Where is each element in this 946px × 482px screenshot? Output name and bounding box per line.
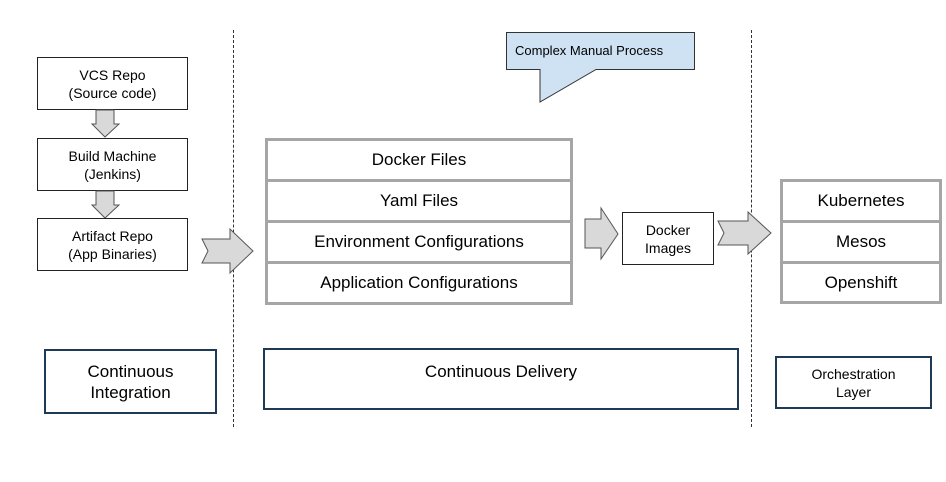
docker-images-box: Docker Images <box>622 212 714 265</box>
stack-item-yaml-files: Yaml Files <box>265 179 573 223</box>
delivery-stack: Docker Files Yaml Files Environment Conf… <box>265 138 573 305</box>
down-arrow-icon <box>90 109 121 138</box>
right-arrow-icon <box>717 210 772 256</box>
category-orchestration-layer: Orchestration Layer <box>775 356 932 409</box>
callout-bubble <box>506 32 695 103</box>
orchestration-stack: Kubernetes Mesos Openshift <box>780 179 946 304</box>
build-machine-box: Build Machine (Jenkins) <box>37 138 188 191</box>
category-continuous-delivery: Continuous Delivery <box>263 348 739 410</box>
down-arrow-icon <box>90 190 121 219</box>
right-arrow-icon <box>201 227 254 275</box>
artifact-repo-box: Artifact Repo (App Binaries) <box>37 218 188 271</box>
stack-item-docker-files: Docker Files <box>265 138 573 182</box>
orchestration-item-kubernetes: Kubernetes <box>780 179 942 223</box>
orchestration-item-mesos: Mesos <box>780 220 942 264</box>
category-continuous-delivery-label: Continuous Delivery <box>424 362 578 381</box>
stack-item-environment-configurations: Environment Configurations <box>265 220 573 264</box>
divider-ci-cd <box>233 30 234 427</box>
orchestration-item-openshift: Openshift <box>780 261 942 304</box>
stack-item-application-configurations: Application Configurations <box>265 261 573 305</box>
vcs-repo-box: VCS Repo (Source code) <box>37 57 188 110</box>
category-continuous-integration: Continuous Integration <box>44 349 217 414</box>
right-arrow-icon <box>584 206 619 261</box>
callout-text: Complex Manual Process <box>515 43 664 58</box>
